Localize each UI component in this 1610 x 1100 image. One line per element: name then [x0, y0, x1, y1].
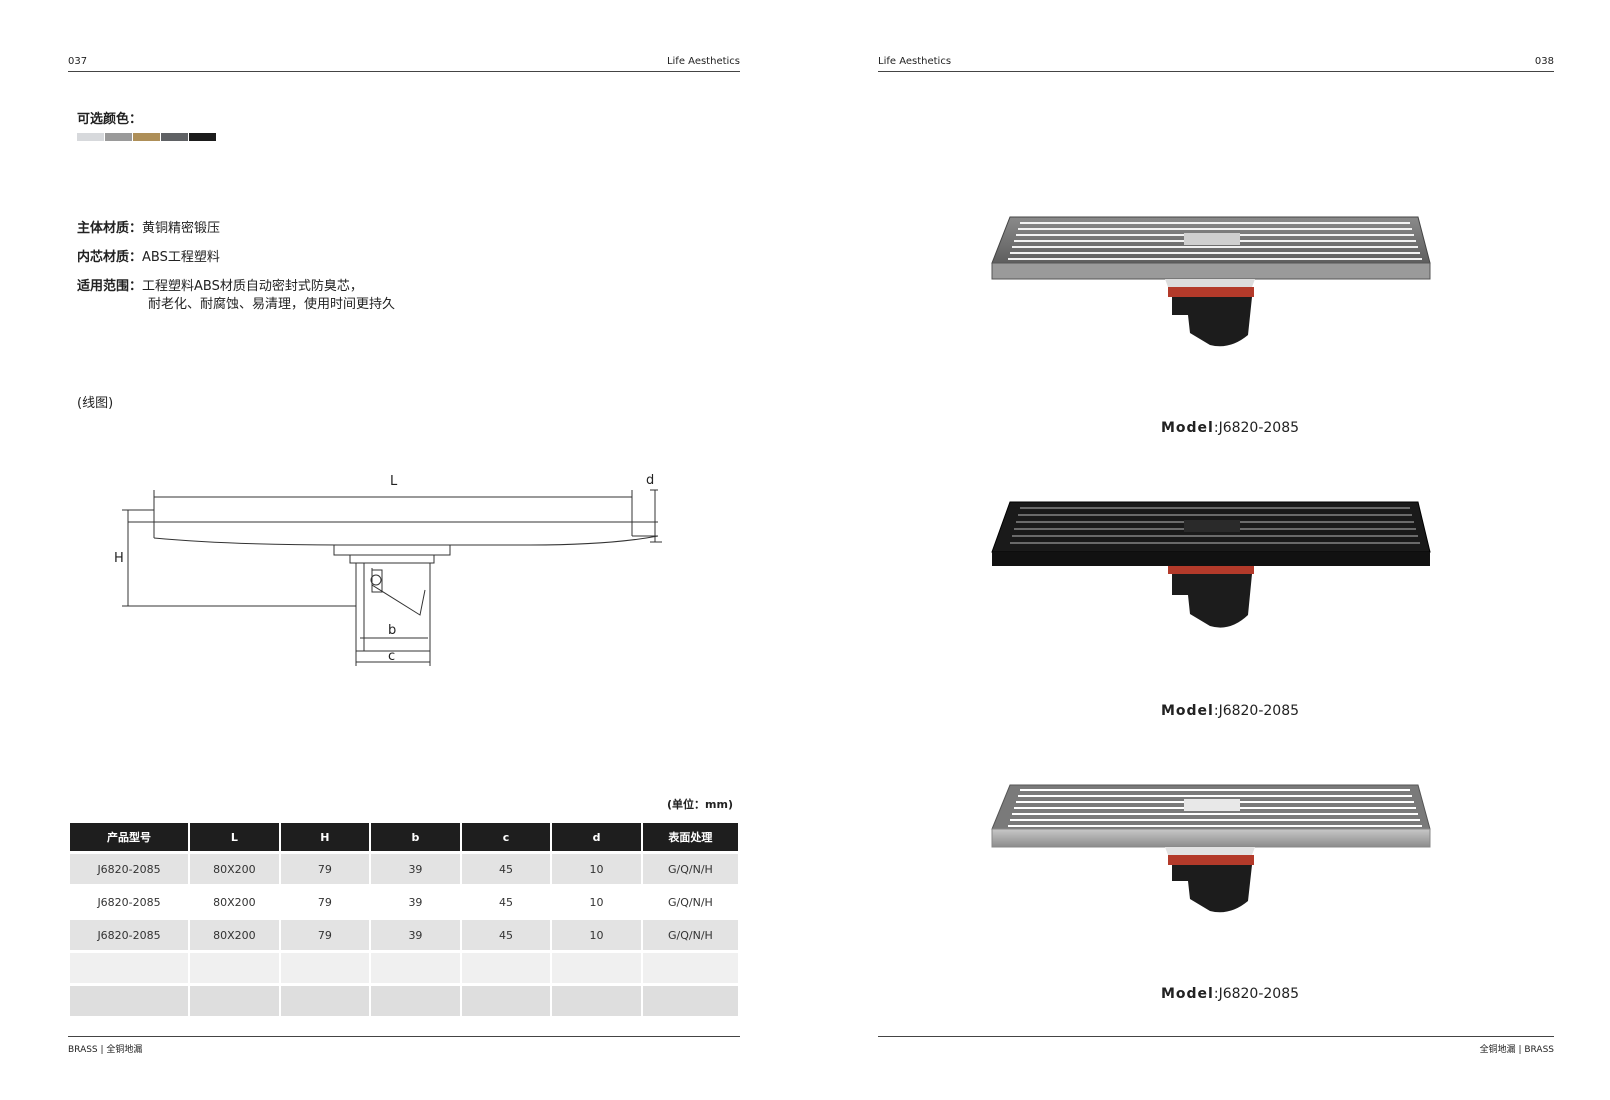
cell: 45 — [461, 920, 551, 950]
cell-empty — [552, 953, 641, 983]
drawing-caption: (线图) — [77, 396, 114, 411]
dim-label-H: H — [114, 551, 124, 566]
dim-label-L: L — [390, 474, 398, 489]
cell: 10 — [552, 920, 641, 950]
left-header-title: Life Aesthetics — [666, 56, 740, 67]
spec-label: 内芯材质： — [77, 250, 143, 265]
header-model: 产品型号 — [70, 823, 189, 851]
cell: G/Q/N/H — [642, 920, 738, 950]
cell-empty — [280, 986, 370, 1016]
table-row: J6820-2085 80X200 79 39 45 10 G/Q/N/H — [70, 887, 738, 917]
unit-note: (单位：mm) — [667, 798, 733, 811]
cell-empty — [70, 953, 189, 983]
cell-empty — [642, 986, 738, 1016]
swatch-black[interactable] — [189, 133, 216, 141]
cell: 79 — [280, 854, 370, 884]
dim-label-b: b — [388, 623, 396, 638]
spec-label: 适用范围： — [77, 279, 143, 294]
product-model-2: Model:J6820-2085 — [1030, 703, 1430, 719]
product-image-2 — [991, 501, 1431, 628]
model-value: :J6820-2085 — [1213, 986, 1300, 1002]
cell-empty — [371, 986, 460, 1016]
cell: 80X200 — [190, 920, 279, 950]
cell: 39 — [371, 887, 460, 917]
cell: 80X200 — [190, 887, 279, 917]
left-page-number: 037 — [68, 56, 88, 67]
product-image-1 — [991, 216, 1431, 347]
product-model-3: Model:J6820-2085 — [1030, 986, 1430, 1002]
cell-empty — [461, 986, 551, 1016]
cell: 79 — [280, 887, 370, 917]
table-header-row: 产品型号 L H b c d 表面处理 — [70, 823, 738, 851]
cell: J6820-2085 — [70, 854, 189, 884]
header-b: b — [371, 823, 460, 851]
header-L: L — [190, 823, 279, 851]
cell: G/Q/N/H — [642, 887, 738, 917]
header-d: d — [552, 823, 641, 851]
cell-empty — [70, 986, 189, 1016]
spec-application-line2: 耐老化、耐腐蚀、易清理，使用时间更持久 — [148, 297, 396, 312]
model-value: :J6820-2085 — [1213, 420, 1300, 436]
left-footer-rule — [68, 1036, 740, 1037]
cell: 45 — [461, 854, 551, 884]
model-label: Model — [1160, 703, 1214, 719]
cell-empty — [461, 953, 551, 983]
cell: G/Q/N/H — [642, 854, 738, 884]
left-footer: BRASS | 全铜地漏 — [68, 1045, 143, 1055]
right-page-number: 038 — [1534, 56, 1554, 67]
right-header-title: Life Aesthetics — [878, 56, 952, 67]
header-c: c — [461, 823, 551, 851]
spec-application: 适用范围：工程塑料ABS材质自动密封式防臭芯， — [77, 275, 363, 294]
swatch-gold[interactable] — [133, 133, 160, 141]
swatch-grey[interactable] — [105, 133, 132, 141]
dim-label-d: d — [646, 473, 654, 488]
right-footer: 全铜地漏 | BRASS — [1479, 1045, 1554, 1055]
spec-label: 主体材质： — [77, 221, 143, 236]
table-row: J6820-2085 80X200 79 39 45 10 G/Q/N/H — [70, 854, 738, 884]
cell: J6820-2085 — [70, 920, 189, 950]
cell: 80X200 — [190, 854, 279, 884]
spec-value: 黄铜精密锻压 — [142, 221, 221, 236]
product-image-3 — [991, 784, 1431, 913]
right-header-rule — [878, 71, 1554, 72]
spec-body-material: 主体材质：黄铜精密锻压 — [77, 217, 220, 236]
dim-label-c: c — [388, 649, 395, 664]
spec-value: 工程塑料ABS材质自动密封式防臭芯， — [142, 279, 363, 294]
cell-empty — [642, 953, 738, 983]
cell: 39 — [371, 920, 460, 950]
cell-empty — [552, 986, 641, 1016]
table-row-empty — [70, 986, 738, 1016]
model-label: Model — [1160, 986, 1214, 1002]
cell: 10 — [552, 854, 641, 884]
cell-empty — [280, 953, 370, 983]
table-row-empty — [70, 953, 738, 983]
model-label: Model — [1160, 420, 1214, 436]
header-H: H — [280, 823, 370, 851]
table-row: J6820-2085 80X200 79 39 45 10 G/Q/N/H — [70, 920, 738, 950]
swatch-light-grey[interactable] — [77, 133, 104, 141]
swatch-gunmetal[interactable] — [161, 133, 188, 141]
cell: 45 — [461, 887, 551, 917]
product-model-1: Model:J6820-2085 — [1030, 420, 1430, 436]
cell-empty — [190, 986, 279, 1016]
cell: J6820-2085 — [70, 887, 189, 917]
right-footer-rule — [878, 1036, 1554, 1037]
spec-value: ABS工程塑料 — [142, 250, 220, 265]
left-header-rule — [68, 71, 740, 72]
cell: 39 — [371, 854, 460, 884]
model-value: :J6820-2085 — [1213, 703, 1300, 719]
line-drawing: L d H b c — [114, 473, 662, 666]
spec-core-material: 内芯材质：ABS工程塑料 — [77, 246, 220, 265]
cell-empty — [190, 953, 279, 983]
cell-empty — [371, 953, 460, 983]
spec-table: 产品型号 L H b c d 表面处理 J6820-2085 80X200 79… — [68, 820, 740, 1019]
header-finish: 表面处理 — [642, 823, 738, 851]
colors-label: 可选颜色： — [77, 112, 143, 127]
cell: 10 — [552, 887, 641, 917]
cell: 79 — [280, 920, 370, 950]
